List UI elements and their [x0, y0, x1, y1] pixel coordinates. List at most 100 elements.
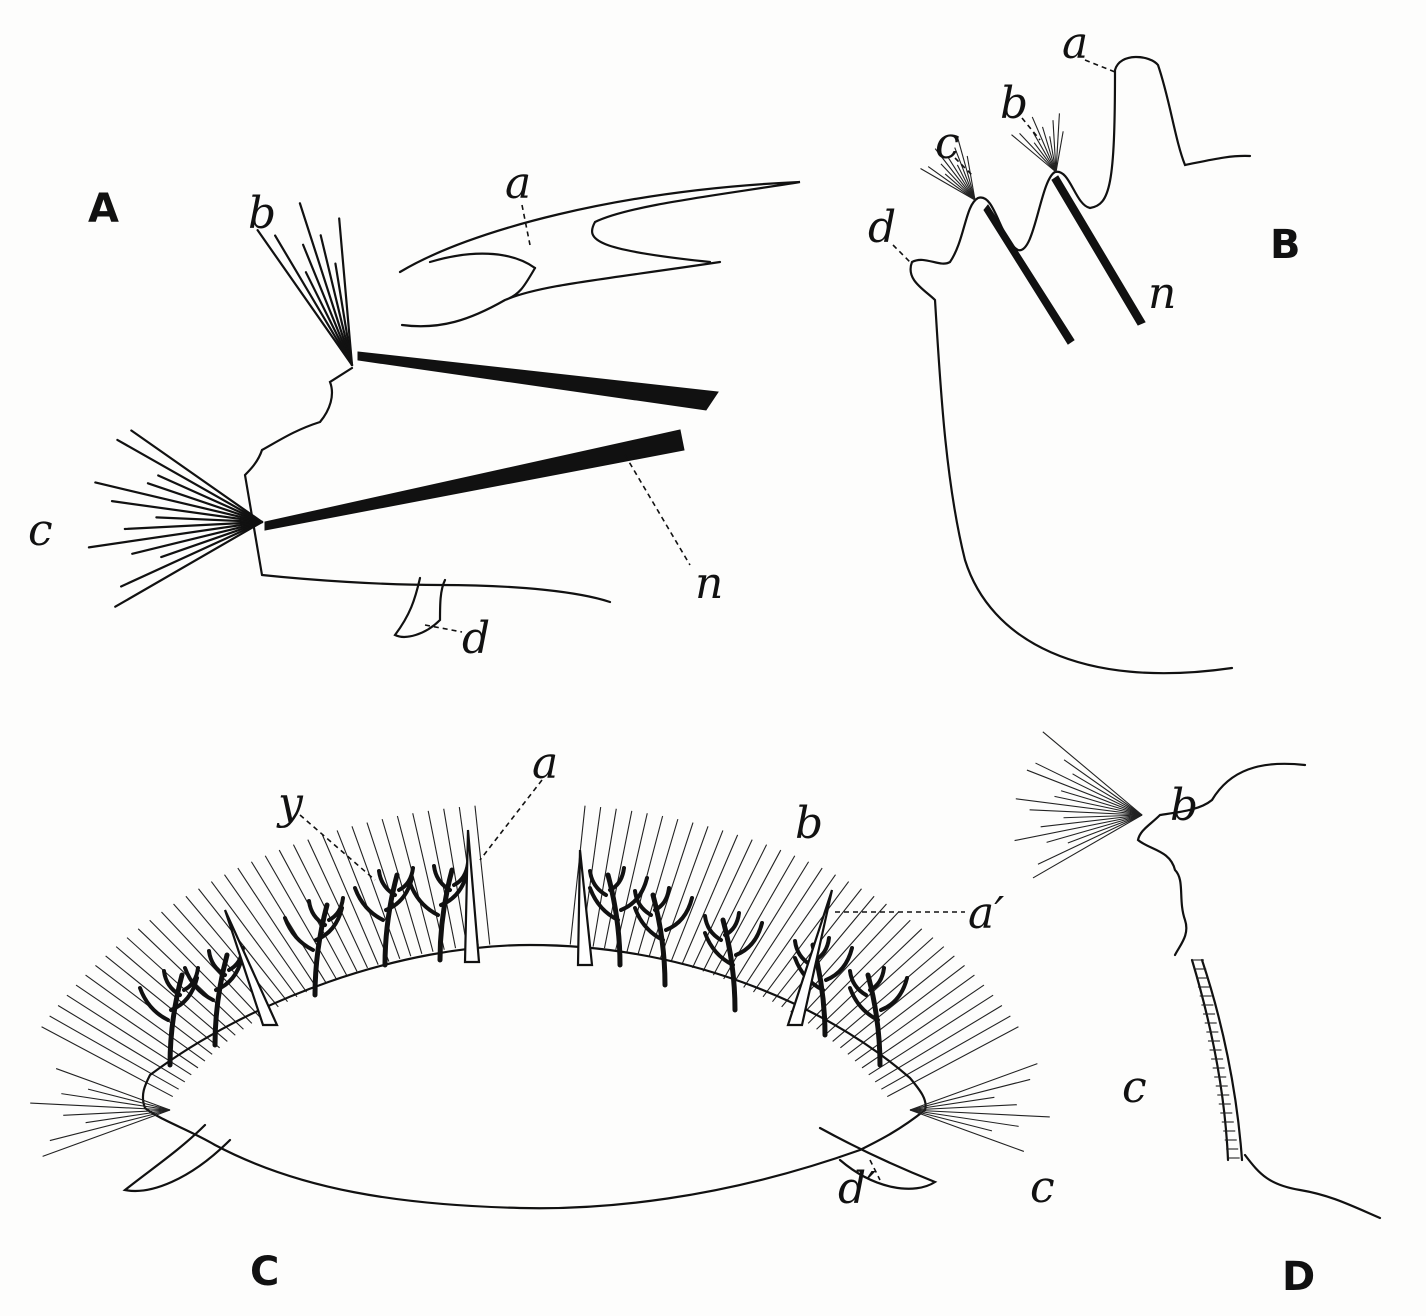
seta: [1052, 120, 1057, 173]
fringe-line: [161, 911, 261, 1019]
leader-d: [892, 244, 911, 263]
fringe-line: [881, 1015, 1011, 1090]
fringe-line: [321, 834, 379, 965]
fringe-line: [224, 874, 307, 993]
fringe-line: [41, 1026, 174, 1098]
seta: [61, 1093, 171, 1111]
fringe-line: [49, 1015, 179, 1090]
spines-a: [223, 829, 834, 1027]
appendage-outline: [243, 260, 722, 604]
brush-c: [87, 429, 264, 608]
seta: [1031, 116, 1057, 173]
branched-seta-twigs: [848, 966, 909, 1022]
brush-b: [256, 202, 354, 367]
seta: [1029, 809, 1143, 816]
seta: [1055, 113, 1060, 173]
seta: [116, 438, 264, 524]
leader-y: [299, 814, 376, 881]
seta: [1037, 814, 1143, 865]
branched-seta: [437, 867, 455, 963]
seta: [927, 166, 976, 201]
fringe-line: [762, 881, 850, 998]
seta: [920, 168, 976, 201]
seta: [1033, 142, 1057, 173]
branched-seta: [312, 902, 330, 998]
claw-a: [398, 180, 801, 274]
seta: [1032, 132, 1057, 173]
comb-c: [1190, 958, 1244, 1162]
seta: [256, 229, 354, 367]
seta: [304, 271, 354, 367]
label-c: c: [1122, 1062, 1147, 1113]
panel-label-b: B: [1270, 222, 1301, 268]
bristle-n-1: [983, 204, 1075, 345]
seta: [1026, 769, 1143, 816]
fringe-line: [592, 808, 617, 947]
branched-seta-twigs: [283, 896, 345, 952]
seta: [1015, 798, 1143, 816]
spine: [786, 889, 834, 1027]
label-b: b: [1170, 780, 1198, 831]
panel-label-a: A: [88, 186, 119, 232]
seta: [909, 1104, 1017, 1111]
fringe-line: [237, 867, 317, 988]
spine: [463, 829, 481, 964]
fringe-line: [743, 867, 823, 988]
label-c: c: [1030, 1162, 1055, 1213]
fringe-line: [615, 813, 648, 950]
seta: [94, 481, 264, 524]
fringe-line: [692, 839, 753, 969]
fringe-line: [443, 808, 468, 947]
seta: [909, 1096, 995, 1111]
label-b: b: [1000, 78, 1028, 129]
seta: [319, 234, 354, 367]
seta: [1041, 126, 1057, 173]
seta: [909, 1063, 1038, 1111]
fringe-line: [474, 805, 491, 945]
fringe-line: [847, 964, 965, 1055]
fringe-line: [832, 946, 945, 1042]
seta: [909, 1109, 993, 1132]
leader-b: [1021, 117, 1041, 141]
seta: [334, 262, 354, 367]
fringe-line: [733, 861, 810, 984]
seta: [1019, 132, 1057, 173]
leader-d: [424, 624, 463, 633]
seta: [301, 243, 354, 367]
label-d: d: [868, 202, 896, 253]
seta: [119, 520, 264, 588]
fringe-line: [681, 834, 739, 965]
seta: [944, 173, 976, 201]
fringe-line: [723, 855, 796, 980]
fringe-line: [637, 818, 679, 954]
seta: [1067, 814, 1143, 844]
fringe-line: [799, 911, 899, 1019]
seta: [947, 156, 976, 201]
label-a: a: [532, 738, 558, 789]
seta: [1042, 731, 1143, 816]
seta: [957, 138, 976, 201]
seta: [1055, 131, 1064, 173]
fringe-line: [861, 984, 985, 1069]
panel-a: A b a c n d: [28, 158, 801, 664]
spine: [576, 849, 594, 967]
seta: [909, 1109, 1019, 1127]
fringe-line: [702, 844, 768, 972]
seta: [1060, 790, 1143, 816]
seta: [49, 1109, 171, 1142]
brush-c-left: [30, 1068, 171, 1157]
label-n: n: [695, 558, 723, 609]
fringe-line: [854, 974, 975, 1062]
fringe-line: [336, 830, 390, 962]
spine: [223, 909, 279, 1027]
fringe-line: [396, 815, 434, 952]
seta: [1011, 134, 1057, 173]
seta: [1040, 814, 1143, 828]
branched-seta: [167, 972, 185, 1068]
seta: [114, 520, 264, 608]
seta: [954, 147, 976, 201]
branched-seta-twigs: [408, 861, 470, 917]
seta: [63, 1109, 171, 1116]
label-a: a: [1062, 18, 1088, 69]
seta: [1072, 773, 1143, 816]
